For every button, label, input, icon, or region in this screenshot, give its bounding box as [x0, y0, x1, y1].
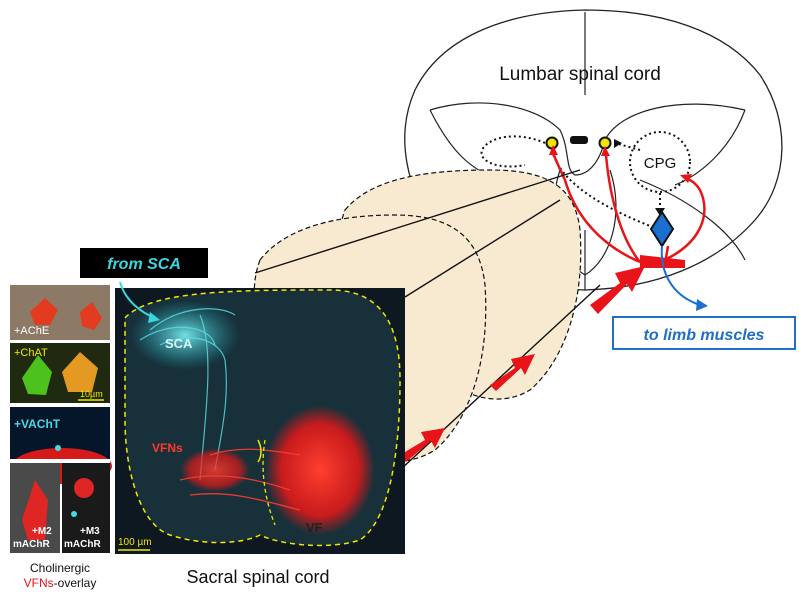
panel-m3-label-1: +M3 [80, 526, 100, 537]
panel-vacht-label: +VAChT [14, 417, 61, 431]
micro-sca-label: SCA [165, 336, 193, 351]
extrusion-edge-right [404, 199, 561, 298]
yellow-mark [257, 439, 262, 463]
blue-output-fiber [660, 245, 701, 306]
ache-cell-1 [30, 298, 58, 325]
panel-m2-label-1: +M2 [32, 526, 52, 537]
inner-grey-outline [262, 439, 276, 526]
m3-puncta [71, 511, 77, 517]
legend-overlay: -overlay [54, 576, 97, 590]
histology-panels [10, 285, 112, 553]
vfn-red-cluster [180, 448, 250, 492]
panel-vacht-mask [10, 459, 110, 463]
ache-cell-2 [80, 302, 102, 330]
panel-chat-scale: 10µm [80, 389, 103, 399]
red-arrowhead-right [601, 146, 610, 156]
limb-label-box [612, 316, 796, 350]
sacral-micrograph [115, 288, 405, 554]
red-fiber-to-right-neuron [604, 154, 641, 263]
extrusion-edge-top [254, 169, 581, 274]
sca-cyan-region [130, 300, 240, 370]
legend-line2: VFNs-overlay [24, 576, 97, 590]
central-canal [570, 136, 588, 144]
sca-label: from SCA [107, 256, 181, 273]
cpg-label: CPG [644, 155, 677, 172]
sca-fibers [139, 308, 236, 481]
chat-cell-orange [62, 352, 98, 392]
red-fiber-to-cpg [659, 176, 706, 264]
panel-chat-label: +ChAT [14, 347, 48, 359]
red-fiber-to-left-neuron [551, 152, 641, 264]
panel-m2-label-2: mAChR [13, 539, 50, 550]
dotted-arrowhead-right [614, 139, 622, 148]
red-arrowhead-left [549, 145, 558, 155]
m2-cell [22, 480, 48, 540]
red-block-arrow-1 [400, 428, 445, 462]
red-block-arrow-3 [590, 266, 645, 314]
m3-cell [74, 478, 94, 498]
red-arrowhead-cpg [680, 174, 692, 183]
vf-red-region [265, 405, 375, 535]
sca-label-box [80, 248, 208, 278]
red-block-arrow-2 [490, 354, 535, 391]
vacht-bouton [55, 445, 61, 451]
legend-vfns: VFNs [24, 576, 54, 590]
interneuron-left [545, 136, 559, 150]
dotted-arrowhead-diamond [655, 208, 665, 216]
panel-m3 [62, 463, 110, 553]
cpg-circle [629, 131, 691, 193]
limb-label: to limb muscles [644, 327, 765, 344]
red-fiber-to-diamond [664, 245, 670, 259]
legend-line1: Cholinergic [30, 561, 90, 575]
sca-pointer-arrowhead [148, 312, 160, 323]
sacral-cord-label: Sacral spinal cord [186, 567, 329, 587]
lumbar-ventral-horn-right [639, 179, 746, 261]
red-fibers [179, 448, 301, 511]
panel-ache-label: +AChE [14, 325, 49, 337]
lumbar-cord-label: Lumbar spinal cord [499, 64, 661, 85]
chat-cell-green [22, 355, 52, 395]
micro-scalebar-label: 100 µm [118, 537, 152, 548]
panel-m3-label-2: mAChR [64, 539, 101, 550]
micro-vfns-label: VFNs [152, 441, 183, 455]
blue-arrowhead [696, 299, 708, 311]
micro-vf-label: VF [306, 520, 323, 535]
